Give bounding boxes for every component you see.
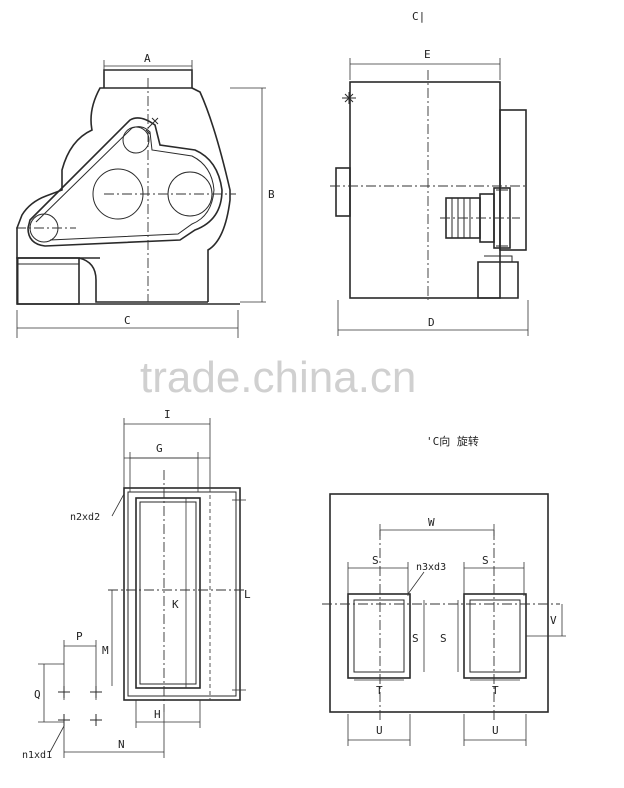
dim-label-h: H — [154, 708, 161, 721]
dim-label-l: L — [244, 588, 251, 601]
view-label-c: C| — [412, 10, 425, 23]
dim-label-g: G — [156, 442, 163, 455]
dim-label-t-left: T — [376, 684, 383, 697]
callout-n2xd2: n2xd2 — [70, 512, 100, 523]
dim-label-b: B — [268, 188, 275, 201]
dim-label-n: N — [118, 738, 125, 751]
dim-label-s-left: S — [372, 554, 379, 567]
watermark: trade.china.cn — [140, 353, 416, 402]
dim-label-s-mid1: S — [412, 632, 419, 645]
outlet-view: 'C向 旋转 W S S n3xd3 S S — [322, 434, 566, 746]
front-view: A B C — [16, 52, 275, 338]
dim-label-m: M — [102, 644, 109, 657]
dim-label-u-right: U — [492, 724, 499, 737]
dim-label-p: P — [76, 630, 83, 643]
dim-label-a: A — [144, 52, 151, 65]
dim-label-i: I — [164, 408, 171, 421]
dim-label-d: D — [428, 316, 435, 329]
dim-label-u-left: U — [376, 724, 383, 737]
callout-n1xd1: n1xd1 — [22, 750, 52, 761]
dim-label-w: W — [428, 516, 435, 529]
outlet-caption: 'C向 旋转 — [426, 434, 479, 448]
dim-label-e: E — [424, 48, 431, 61]
callout-n3xd3: n3xd3 — [416, 562, 446, 573]
side-view: E D — [330, 48, 529, 336]
dim-label-s-mid2: S — [440, 632, 447, 645]
dim-label-c: C — [124, 314, 131, 327]
inlet-view: I G K L n2xd2 M P Q — [22, 408, 251, 761]
dim-label-k: K — [172, 598, 179, 611]
dim-label-q: Q — [34, 688, 41, 701]
dim-label-v: V — [550, 614, 557, 627]
dim-label-t-right: T — [492, 684, 499, 697]
dim-label-s-right: S — [482, 554, 489, 567]
